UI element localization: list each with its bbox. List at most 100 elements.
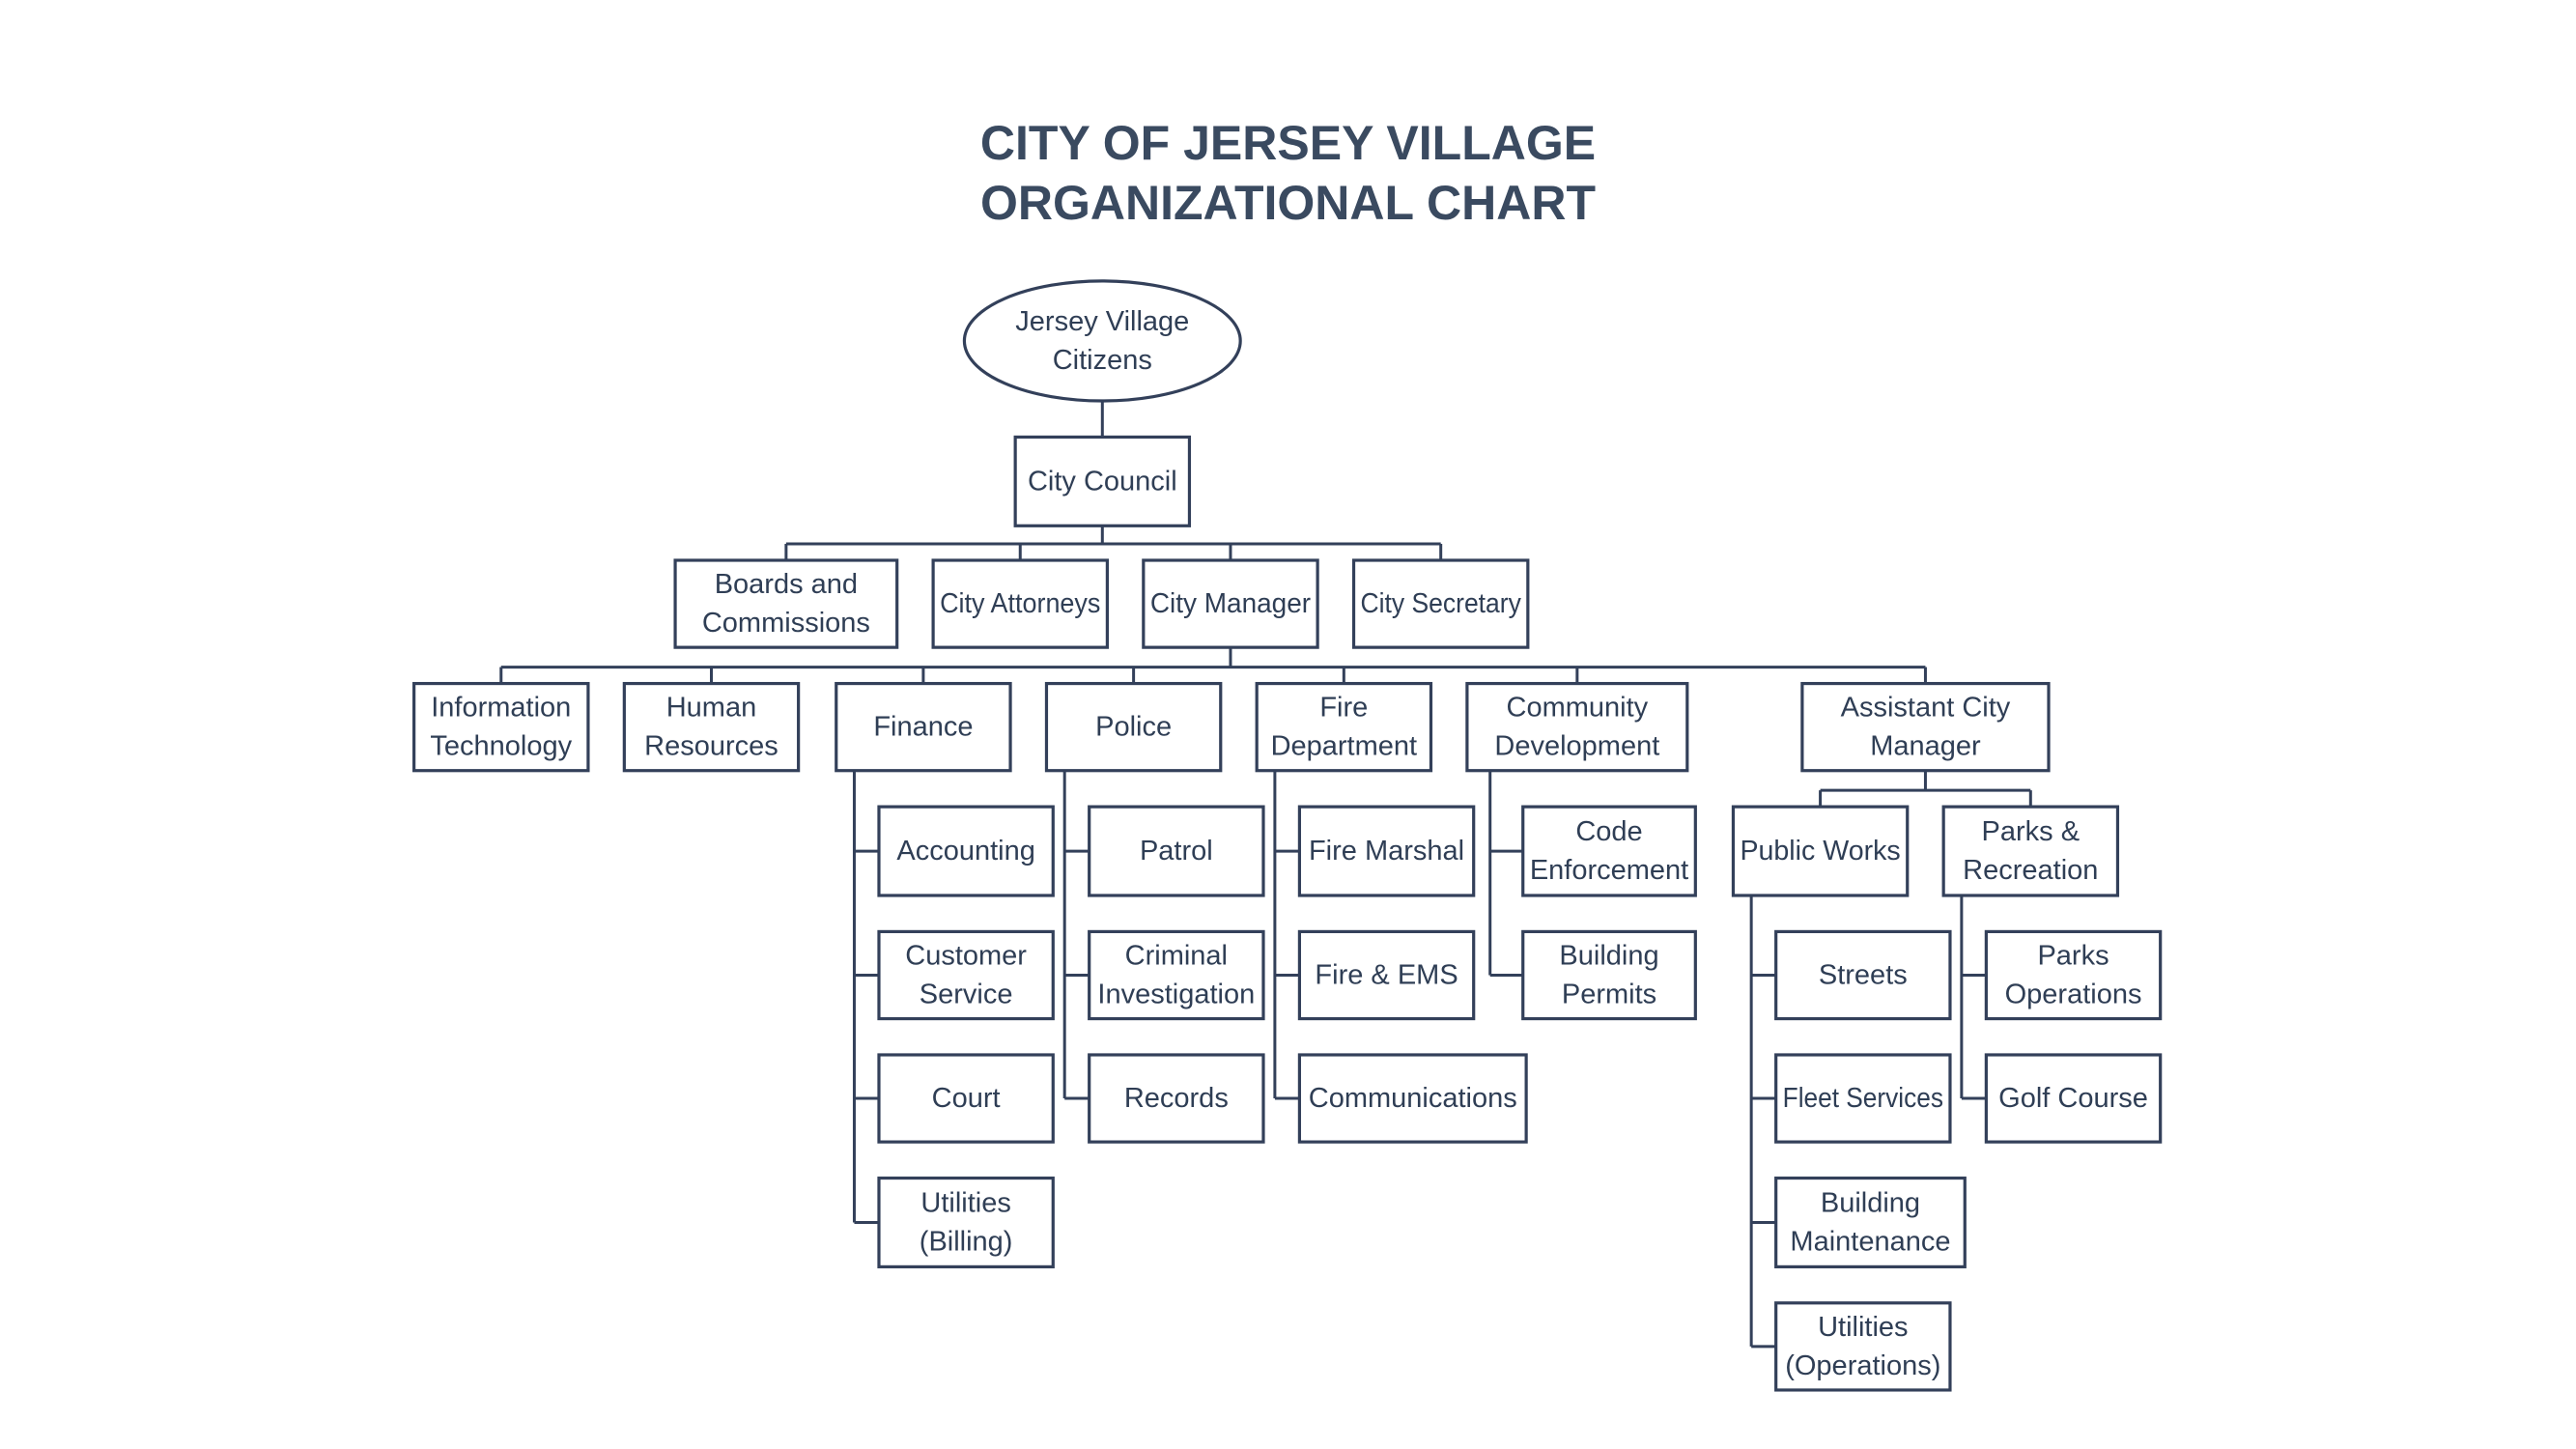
node-label-parks-recreation: Recreation — [1963, 855, 2098, 886]
node-city-manager: City Manager — [1142, 558, 1319, 649]
node-label-building-maintenance: Maintenance — [1790, 1226, 1950, 1257]
node-communications: Communications — [1297, 1053, 1528, 1144]
node-box-utilities-operations — [1774, 1301, 1952, 1392]
node-box-records — [1088, 1053, 1265, 1144]
node-label-utilities-billing: (Billing) — [920, 1226, 1013, 1257]
node-box-city-manager — [1142, 558, 1319, 649]
node-utilities-billing: Utilities (Billing) — [877, 1176, 1055, 1268]
node-city-secretary: City Secretary — [1351, 558, 1530, 649]
node-label-fire-marshal: Fire Marshal — [1309, 836, 1464, 867]
node-box-human-resources — [622, 681, 801, 773]
node-box-city-secretary — [1351, 558, 1530, 649]
node-fire-marshal: Fire Marshal — [1297, 805, 1476, 897]
node-label-utilities-operations: Utilities — [1818, 1312, 1908, 1343]
node-court: Court — [877, 1053, 1055, 1144]
node-label-utilities-operations: (Operations) — [1785, 1350, 1940, 1381]
node-box-boards — [673, 558, 899, 649]
node-label-patrol: Patrol — [1140, 836, 1213, 867]
node-patrol: Patrol — [1088, 805, 1265, 897]
node-label-parks-operations: Operations — [2005, 979, 2142, 1009]
node-finance: Finance — [835, 681, 1012, 773]
node-label-fire-department: Fire — [1319, 693, 1368, 724]
node-label-boards: Boards and — [715, 569, 858, 600]
node-box-public-works — [1731, 805, 1910, 897]
node-box-police — [1044, 681, 1223, 773]
node-box-finance — [835, 681, 1012, 773]
node-records: Records — [1088, 1053, 1265, 1144]
node-box-communications — [1297, 1053, 1528, 1144]
node-golf-course: Golf Course — [1984, 1053, 2163, 1144]
node-box-streets — [1774, 929, 1952, 1021]
node-fleet-services: Fleet Services — [1774, 1053, 1952, 1144]
node-label-assistant-city-manager: Assistant City — [1841, 693, 2011, 724]
node-box-city-attorneys — [931, 558, 1110, 649]
node-label-information-technology: Information — [431, 693, 571, 724]
node-label-streets: Streets — [1819, 959, 1908, 990]
node-label-police: Police — [1095, 712, 1172, 743]
node-label-customer-service: Service — [920, 979, 1013, 1009]
node-box-patrol — [1088, 805, 1265, 897]
connector-lines — [499, 401, 2032, 1349]
node-label-assistant-city-manager: Manager — [1870, 731, 1981, 762]
node-label-building-permits: Permits — [1562, 979, 1656, 1009]
node-label-accounting: Accounting — [896, 836, 1035, 867]
node-box-customer-service — [877, 929, 1055, 1021]
node-label-community-development: Development — [1494, 731, 1659, 762]
node-label-city-manager: City Manager — [1150, 588, 1312, 619]
node-label-citizens: Jersey Village — [1015, 306, 1189, 337]
node-public-works: Public Works — [1731, 805, 1910, 897]
node-box-accounting — [877, 805, 1055, 897]
node-label-court: Court — [932, 1083, 1001, 1114]
node-label-code-enforcement: Enforcement — [1530, 855, 1688, 886]
node-label-information-technology: Technology — [430, 731, 572, 762]
node-box-information-technology — [412, 681, 590, 773]
chart-title-line-1: CITY OF JERSEY VILLAGE — [979, 116, 1597, 170]
node-label-finance: Finance — [873, 712, 973, 743]
node-label-criminal-investigation: Investigation — [1097, 979, 1255, 1009]
node-label-boards: Commissions — [702, 608, 870, 639]
node-city-attorneys: City Attorneys — [931, 558, 1110, 649]
node-label-golf-course: Golf Course — [1998, 1083, 2148, 1114]
node-label-building-permits: Building — [1559, 940, 1658, 971]
node-label-fire-department: Department — [1271, 731, 1418, 762]
node-fire-ems: Fire & EMS — [1297, 929, 1476, 1021]
node-label-city-attorneys: City Attorneys — [940, 588, 1100, 619]
node-label-communications: Communications — [1309, 1083, 1517, 1114]
node-label-code-enforcement: Code — [1575, 816, 1642, 847]
node-label-parks-operations: Parks — [2037, 940, 2109, 971]
node-box-parks-operations — [1984, 929, 2163, 1021]
node-label-fire-ems: Fire & EMS — [1315, 959, 1458, 990]
node-label-customer-service: Customer — [905, 940, 1027, 971]
node-label-public-works: Public Works — [1740, 836, 1900, 867]
node-box-fleet-services — [1774, 1053, 1952, 1144]
node-label-utilities-billing: Utilities — [920, 1187, 1010, 1218]
node-label-human-resources: Human — [666, 693, 757, 724]
node-box-code-enforcement — [1521, 805, 1697, 897]
node-box-citizens — [962, 279, 1242, 403]
node-parks-recreation: Parks &Recreation — [1941, 805, 2120, 897]
node-label-records: Records — [1124, 1083, 1229, 1114]
node-label-human-resources: Resources — [644, 731, 778, 762]
node-box-criminal-investigation — [1088, 929, 1265, 1021]
node-box-city-council — [1013, 435, 1192, 527]
node-box-building-maintenance — [1774, 1176, 1967, 1268]
node-streets: Streets — [1774, 929, 1952, 1021]
node-label-building-maintenance: Building — [1821, 1187, 1920, 1218]
node-box-parks-recreation — [1941, 805, 2120, 897]
